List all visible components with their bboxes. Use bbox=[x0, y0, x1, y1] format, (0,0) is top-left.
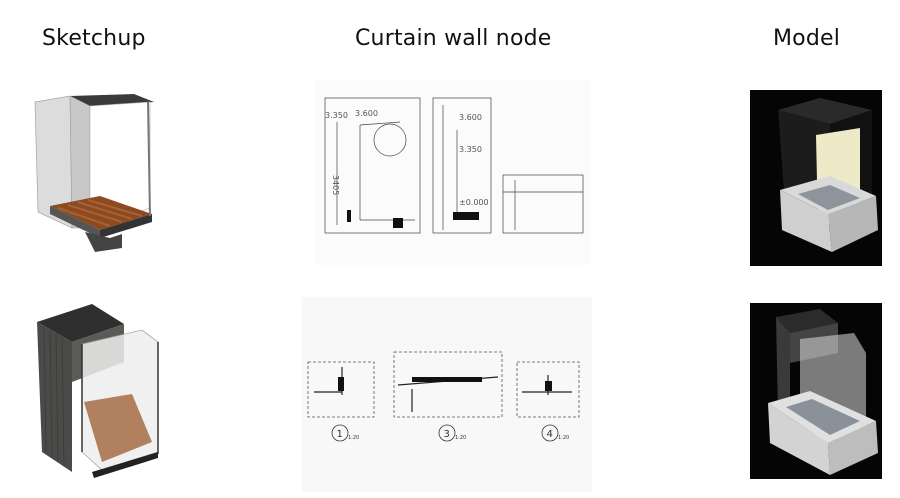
detail-3-scale: 1:20 bbox=[455, 435, 466, 441]
dim-3600-right: 3.600 bbox=[459, 113, 482, 122]
detail-1-scale: 1:20 bbox=[348, 435, 359, 441]
dim-3600-left: 3.600 bbox=[355, 109, 378, 118]
detail-3-number: 3 bbox=[444, 429, 450, 440]
model-photo-top bbox=[750, 90, 882, 266]
detail-4-scale: 1:20 bbox=[558, 435, 569, 441]
dim-zero: ±0.000 bbox=[459, 198, 489, 207]
sketchup-render-bottom bbox=[32, 302, 164, 482]
detail-1-number: 1 bbox=[337, 429, 343, 440]
node-drawing-top: 3.350 3.600 3405 3.600 3.350 ±0.000 bbox=[315, 80, 590, 265]
header-curtain-wall-node: Curtain wall node bbox=[355, 26, 552, 51]
node-drawing-bottom: 1 1:20 3 1:20 4 1:20 bbox=[302, 297, 592, 492]
sketchup-render-top bbox=[30, 88, 160, 258]
header-model: Model bbox=[773, 26, 841, 51]
dim-3350-right: 3.350 bbox=[459, 145, 482, 154]
model-photo-bottom bbox=[750, 303, 882, 479]
detail-4-number: 4 bbox=[547, 429, 553, 440]
header-sketchup: Sketchup bbox=[42, 26, 146, 51]
dim-3405: 3405 bbox=[331, 175, 340, 195]
dim-3350-left: 3.350 bbox=[325, 111, 348, 120]
